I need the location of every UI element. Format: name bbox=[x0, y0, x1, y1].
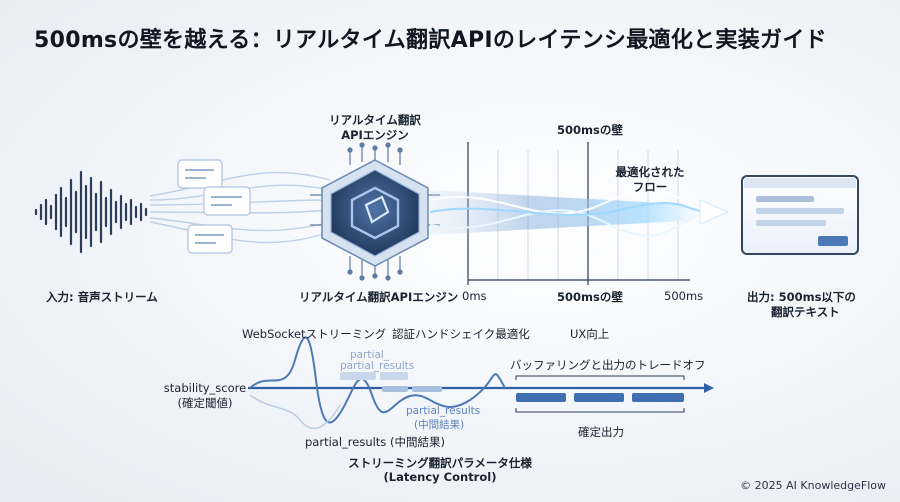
page-title: 500msの壁を越える：リアルタイム翻訳APIのレイテンシ最適化と実装ガイド bbox=[34, 28, 827, 53]
params-title: ストリーミング翻訳パラメータ仕様 bbox=[348, 456, 532, 470]
partial-result-blocks bbox=[340, 372, 442, 392]
input-label: 入力: 音声ストリーム bbox=[46, 290, 158, 304]
optimized-flow-beam bbox=[429, 188, 730, 237]
axis-wall-label: 500msの壁 bbox=[557, 290, 623, 304]
partial-results-mid-sublabel: (中間結果) bbox=[414, 419, 465, 431]
translation-engine-icon bbox=[321, 159, 429, 267]
output-monitor-icon bbox=[741, 175, 859, 255]
stability-wave-ghost bbox=[249, 394, 341, 430]
partial-results-mid-label: partial_results bbox=[406, 405, 481, 417]
stability-wave bbox=[249, 336, 506, 424]
axis-start-label: 0ms bbox=[462, 289, 487, 303]
buffering-tradeoff-label: バッファリングと出力のトレードオフ bbox=[510, 358, 706, 372]
stability-score-sublabel: (確定閾値) bbox=[177, 396, 233, 410]
stability-score-label: stability_score bbox=[163, 381, 247, 395]
engine-label-bottom: リアルタイム翻訳APIエンジン bbox=[299, 290, 459, 304]
output-label-line2: 翻訳テキスト bbox=[771, 305, 840, 319]
ux-label: UX向上 bbox=[570, 327, 610, 341]
partial-results-label: partial_results (中間結果) bbox=[305, 435, 445, 449]
optimized-flow-label-line1: 最適化された bbox=[615, 165, 685, 179]
optimized-flow-label-line2: フロー bbox=[632, 180, 668, 194]
engine-label-top-line2: APIエンジン bbox=[341, 128, 409, 142]
websocket-label: WebSocketストリーミング bbox=[242, 327, 387, 341]
confirmed-output-label: 確定出力 bbox=[578, 425, 624, 439]
audio-waveform-icon bbox=[34, 170, 148, 254]
axis-end-label: 500ms bbox=[664, 289, 704, 303]
latency-timeline bbox=[248, 383, 714, 393]
partial-ghost-label-1: partial_ bbox=[350, 349, 390, 361]
handshake-label: 認証ハンドシェイク最適化 bbox=[392, 327, 530, 341]
partial-ghost-label-2: partial_results bbox=[340, 360, 415, 372]
wall-label-top: 500msの壁 bbox=[557, 123, 623, 137]
confirmed-output-blocks bbox=[515, 375, 685, 413]
output-label-line1: 出力: 500ms以下の bbox=[747, 290, 856, 304]
chat-bubble-icon bbox=[177, 159, 251, 254]
engine-label-top-line1: リアルタイム翻訳 bbox=[329, 113, 421, 127]
params-subtitle: (Latency Control) bbox=[383, 470, 497, 484]
copyright-text: © 2025 AI KnowledgeFlow bbox=[740, 479, 886, 492]
circuit-lines bbox=[310, 142, 440, 281]
